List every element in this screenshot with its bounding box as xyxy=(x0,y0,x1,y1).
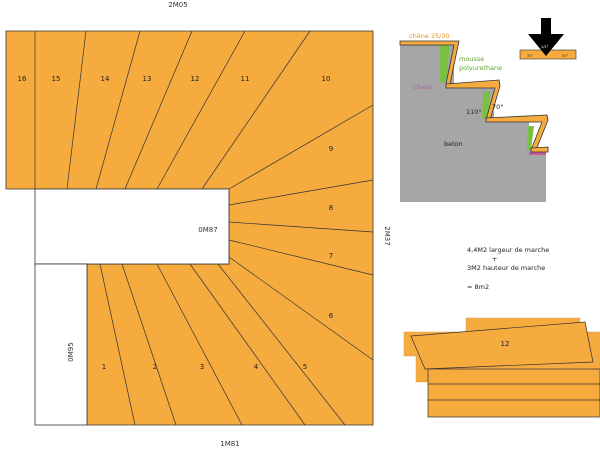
step-number: 13 xyxy=(143,75,152,83)
step-number: 4 xyxy=(254,363,259,371)
step-number: 6 xyxy=(329,312,334,320)
chape-layer xyxy=(529,152,546,155)
arrow-down-icon: 30° 30° 1/2° xyxy=(519,18,577,60)
step-section-detail: chêne 25/30 mousse polyurethane chape be… xyxy=(399,32,549,202)
note-line-4: = 8m2 xyxy=(467,283,489,291)
dimension-top: 2M05 xyxy=(168,1,187,9)
foam-layer xyxy=(440,45,450,82)
step-number: 2 xyxy=(153,363,157,371)
step-number: 7 xyxy=(329,252,333,260)
note-line-1: 4,4M2 largeur de marche xyxy=(467,246,549,254)
step-number: 5 xyxy=(303,363,307,371)
step-number: 8 xyxy=(329,204,333,212)
angle-110: 110° xyxy=(466,108,482,116)
label-beton: beton xyxy=(444,140,463,148)
svg-text:30°: 30° xyxy=(527,54,533,58)
dimension-bottom: 1M81 xyxy=(220,440,239,448)
step-numbers: 1 2 3 4 5 6 7 8 9 10 11 12 13 14 15 16 xyxy=(18,75,334,371)
detail-step-label: 12 xyxy=(501,340,510,348)
step-12-detail: 12 xyxy=(403,317,600,418)
step-number: 3 xyxy=(200,363,204,371)
label-mousse: mousse xyxy=(459,55,484,63)
step-number: 10 xyxy=(322,75,331,83)
landing-void xyxy=(34,263,88,426)
step-number: 11 xyxy=(241,75,250,83)
note-line-3: 3M2 hauteur de marche xyxy=(467,264,545,272)
label-chene: chêne 25/30 xyxy=(409,32,450,40)
label-chape: chape xyxy=(413,83,433,91)
concrete-block xyxy=(400,45,546,202)
dimension-right: 2M37 xyxy=(383,226,391,245)
dimension-opening: 0M87 xyxy=(198,226,217,234)
step-number: 14 xyxy=(101,75,110,83)
step-number: 1 xyxy=(102,363,106,371)
step-number: 15 xyxy=(52,75,61,83)
step-number: 16 xyxy=(18,75,27,83)
oak-treads xyxy=(399,40,549,153)
angle-70: 70° xyxy=(492,103,504,111)
foam-layer xyxy=(527,126,534,150)
svg-text:1/2°: 1/2° xyxy=(541,45,549,49)
step-number: 12 xyxy=(191,75,200,83)
area-calculation-notes: 4,4M2 largeur de marche + 3M2 hauteur de… xyxy=(467,246,549,291)
stair-plan: 1 2 3 4 5 6 7 8 9 10 11 12 13 14 15 16 2… xyxy=(5,1,391,448)
step-dividers xyxy=(34,30,374,426)
svg-text:30°: 30° xyxy=(562,54,568,58)
note-line-2: + xyxy=(492,255,497,263)
step-number: 9 xyxy=(329,145,333,153)
dimension-left-lower: 0M95 xyxy=(67,342,75,361)
stairwell-opening xyxy=(34,188,230,265)
label-polyurethane: polyurethane xyxy=(459,64,502,72)
